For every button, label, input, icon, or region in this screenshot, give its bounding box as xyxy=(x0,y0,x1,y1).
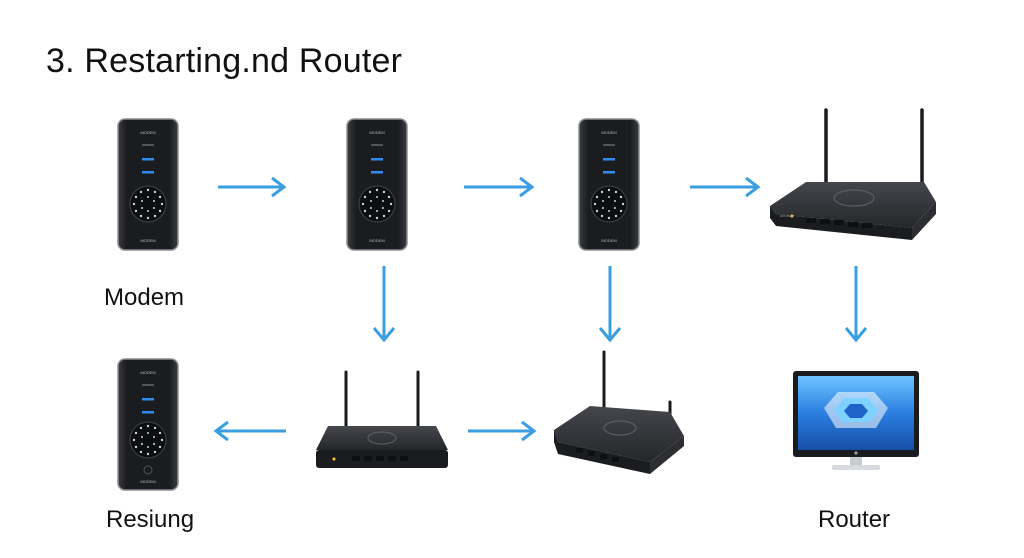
monitor-icon xyxy=(792,370,920,474)
arrow-down-icon xyxy=(372,266,396,343)
svg-text:MODEM: MODEM xyxy=(140,370,155,375)
svg-text:MODEM: MODEM xyxy=(601,130,616,135)
modem-brand-text: MODEM xyxy=(140,130,155,135)
svg-text:ROUTER: ROUTER xyxy=(780,214,794,218)
arrow-left-icon xyxy=(213,420,286,442)
svg-text:MODEM: MODEM xyxy=(601,238,616,243)
arrow-right-icon xyxy=(218,176,287,198)
svg-text:MODEM: MODEM xyxy=(140,479,155,484)
label-router: Router xyxy=(818,506,891,533)
label-modem: Modem xyxy=(104,284,185,311)
arrow-right-icon xyxy=(464,176,535,198)
router-icon xyxy=(312,368,452,478)
arrow-down-icon xyxy=(844,266,868,343)
modem-icon: MODEM MODEM xyxy=(117,118,179,251)
router-icon xyxy=(550,350,690,480)
page-title: 3. Restarting.nd Router xyxy=(46,42,403,80)
svg-text:MODEM: MODEM xyxy=(369,238,384,243)
router-icon: ROUTER xyxy=(766,106,938,246)
modem-icon: MODEM MODEM xyxy=(117,358,179,491)
svg-text:MODEM: MODEM xyxy=(369,130,384,135)
arrow-right-icon xyxy=(690,176,761,198)
modem-icon: MODEM MODEM xyxy=(578,118,640,251)
label-resiung: Resiung xyxy=(106,506,195,533)
modem-icon: MODEM MODEM xyxy=(346,118,408,251)
svg-text:MODEM: MODEM xyxy=(140,238,155,243)
arrow-down-icon xyxy=(598,266,622,343)
arrow-right-icon xyxy=(468,420,537,442)
